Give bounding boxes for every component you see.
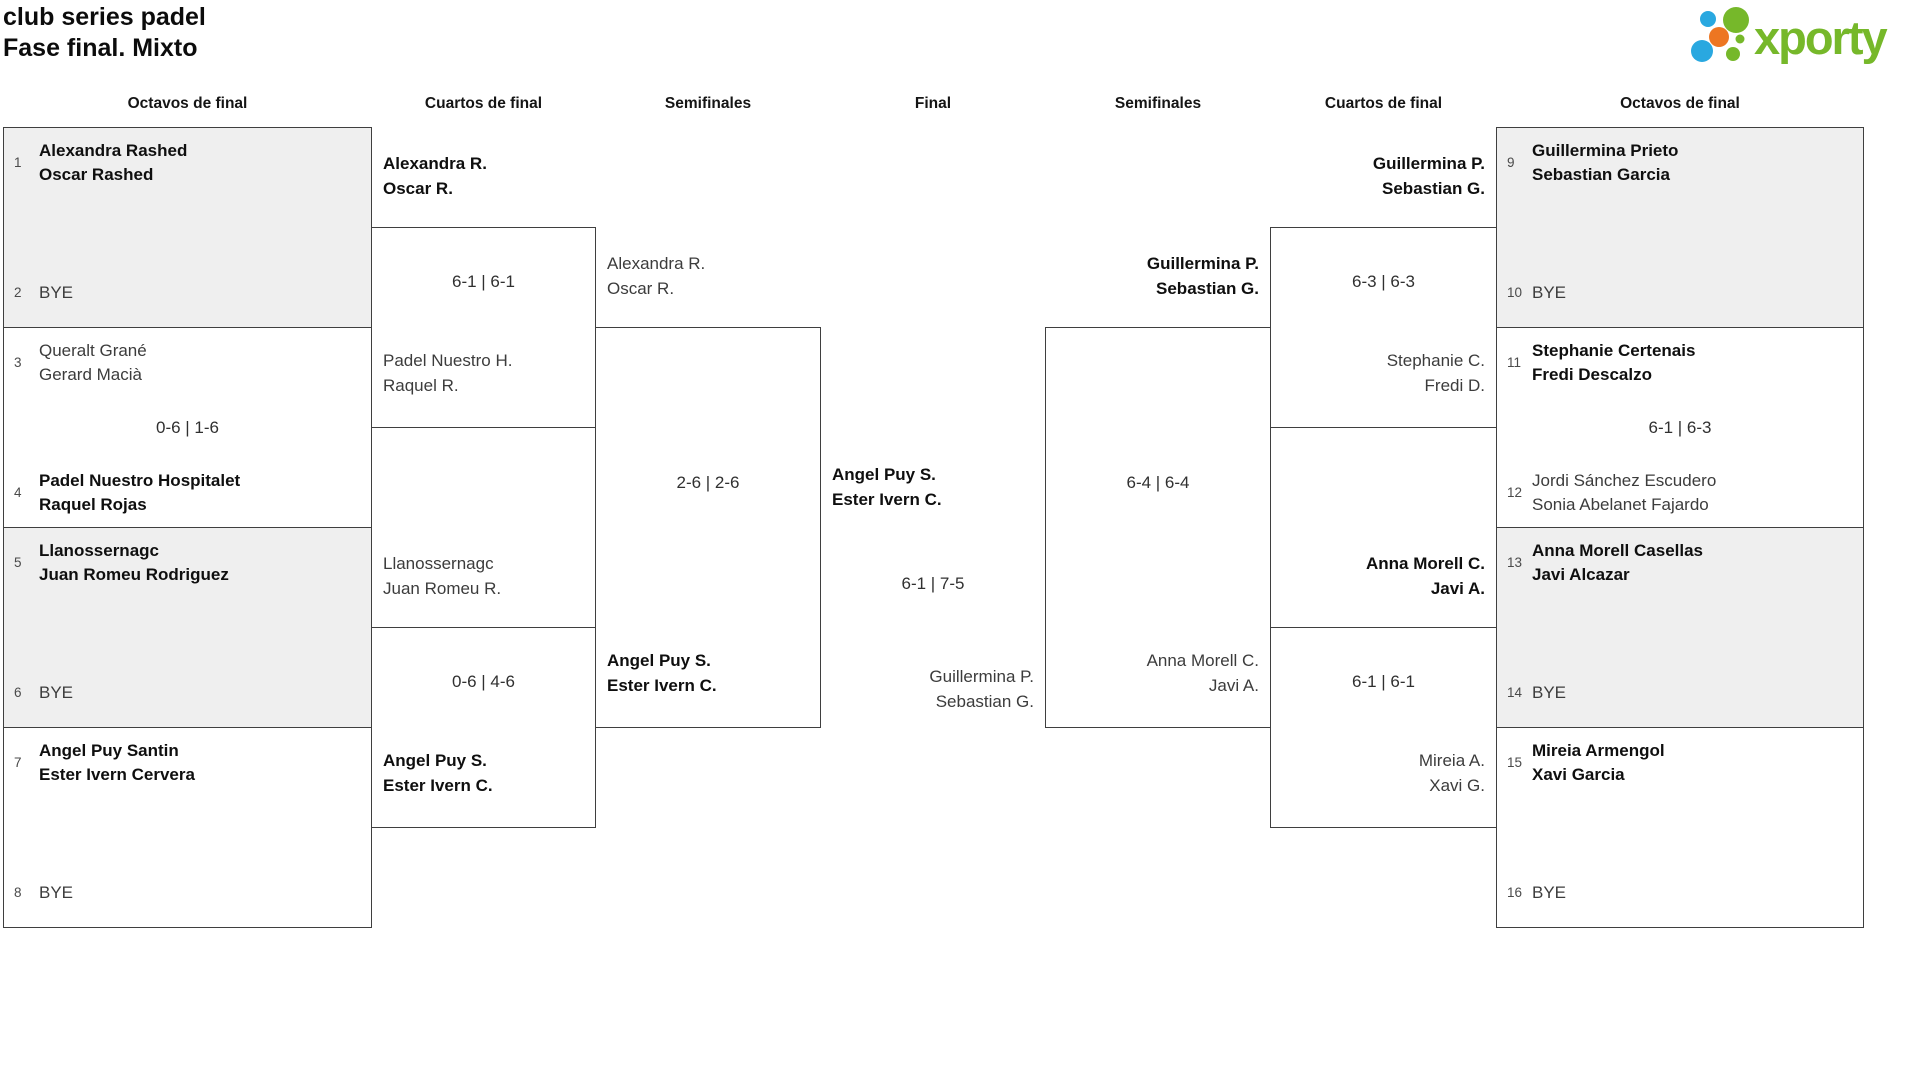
bracket-match-r16-5: 9 Guillermina Prieto Sebastian Garcia 10… — [1496, 127, 1864, 328]
team-slot: 14 BYE — [1507, 681, 1857, 705]
team-name: Mireia A. Xavi G. — [1418, 751, 1485, 795]
seed-number: 1 — [14, 155, 22, 170]
seed-number: 10 — [1507, 285, 1523, 300]
team-name: BYE — [39, 883, 74, 902]
team-name-final-winner: Angel Puy S. Ester Ivern C. — [832, 465, 942, 509]
match-score: 6-3 | 6-3 — [1351, 272, 1415, 291]
brand-logo: xporty — [1686, 0, 1918, 66]
match-score: 6-1 | 6-1 — [1351, 672, 1415, 691]
team-name: Alexandra R. Oscar R. — [383, 154, 487, 198]
bracket-match-sf-left: Alexandra R. Oscar R. 2-6 | 2-6 Angel Pu… — [595, 254, 821, 728]
seed-number: 8 — [14, 885, 22, 900]
team-name: Guillermina Prieto Sebastian Garcia — [1532, 141, 1679, 184]
xporty-logo-icon: xporty — [1691, 7, 1890, 64]
team-slot: 5 Llanossernagc Juan Romeu Rodriguez — [14, 539, 365, 587]
team-name: Llanossernagc Juan Romeu R. — [383, 554, 502, 598]
match-score: 0-6 | 1-6 — [155, 417, 219, 437]
page-title: club series padel — [3, 3, 206, 31]
seed-number: 9 — [1507, 155, 1515, 170]
team-name: BYE — [1532, 683, 1567, 702]
bracket-match-qf-right-2: Anna Morell C. Javi A. 6-1 | 6-1 Mireia … — [1270, 554, 1497, 828]
team-name: BYE — [1532, 283, 1567, 302]
team-slot: 13 Anna Morell Casellas Javi Alcazar — [1507, 539, 1857, 587]
team-slot: 7 Angel Puy Santin Ester Ivern Cervera — [14, 739, 365, 787]
team-name: Alexandra Rashed Oscar Rashed — [39, 141, 188, 184]
column-header-octavos-left: Octavos de final — [127, 95, 248, 112]
team-name: Anna Morell C. Javi A. — [1146, 651, 1259, 695]
column-header-final: Final — [914, 95, 952, 112]
seed-number: 3 — [14, 355, 22, 370]
team-name: BYE — [1532, 883, 1567, 902]
team-slot: 8 BYE — [14, 881, 365, 905]
team-slot: 12 Jordi Sánchez Escudero Sonia Abelanet… — [1507, 469, 1857, 517]
bracket-match-qf-right-1: Guillermina P. Sebastian G. 6-3 | 6-3 St… — [1270, 154, 1497, 428]
team-name: Anna Morell C. Javi A. — [1365, 554, 1485, 598]
column-header-octavos-right: Octavos de final — [1620, 95, 1740, 112]
seed-number: 6 — [14, 685, 22, 700]
seed-number: 2 — [14, 285, 22, 300]
team-name: Stephanie Certenais Fredi Descalzo — [1532, 341, 1696, 384]
seed-number: 11 — [1507, 355, 1522, 370]
team-name: Guillermina P. Sebastian G. — [1372, 154, 1485, 198]
seed-number: 12 — [1507, 485, 1523, 500]
seed-number: 5 — [14, 555, 22, 570]
team-slot: 1 Alexandra Rashed Oscar Rashed — [14, 139, 365, 187]
team-slot: 9 Guillermina Prieto Sebastian Garcia — [1507, 139, 1857, 187]
team-name-final-runnerup: Guillermina P. Sebastian G. — [929, 667, 1034, 711]
seed-number: 15 — [1507, 755, 1523, 770]
team-name: BYE — [39, 683, 74, 702]
seed-number: 14 — [1507, 685, 1523, 700]
team-name: Guillermina P. Sebastian G. — [1146, 254, 1259, 298]
seed-number: 16 — [1507, 885, 1523, 900]
team-name: BYE — [39, 283, 74, 302]
seed-number: 4 — [14, 485, 22, 500]
column-header-semis-right: Semifinales — [1114, 95, 1202, 112]
match-score: 0-6 | 4-6 — [451, 672, 515, 691]
team-name: Alexandra R. Oscar R. — [607, 254, 706, 298]
match-score: 6-1 | 6-3 — [1648, 417, 1712, 437]
team-slot: 16 BYE — [1507, 881, 1857, 905]
page-header: club series padel Fase final. Mixto — [3, 2, 206, 64]
team-name: Angel Puy Santin Ester Ivern Cervera — [39, 741, 195, 784]
team-name: Mireia Armengol Xavi Garcia — [1532, 741, 1665, 784]
team-name: Angel Puy S. Ester Ivern C. — [607, 651, 717, 695]
team-slot: 10 BYE — [1507, 281, 1857, 305]
bracket-match-qf-left-1: Alexandra R. Oscar R. 6-1 | 6-1 Padel Nu… — [371, 154, 596, 428]
bracket-match-r16-6: 11 Stephanie Certenais Fredi Descalzo 6-… — [1496, 327, 1864, 528]
column-header-semis-left: Semifinales — [664, 95, 752, 112]
team-name: Angel Puy S. Ester Ivern C. — [383, 751, 493, 795]
match-score: 2-6 | 2-6 — [676, 473, 740, 492]
team-slot: 3 Queralt Grané Gerard Macià — [14, 339, 365, 387]
match-score: 6-4 | 6-4 — [1126, 473, 1190, 492]
bracket-match-r16-7: 13 Anna Morell Casellas Javi Alcazar 14 … — [1496, 527, 1864, 728]
team-name: Queralt Grané Gerard Macià — [39, 341, 147, 384]
team-name: Stephanie C. Fredi D. — [1386, 351, 1485, 395]
column-header-cuartos-left: Cuartos de final — [424, 95, 543, 112]
seed-number: 7 — [14, 755, 22, 770]
team-slot: 6 BYE — [14, 681, 365, 705]
bracket-match-qf-left-2: Llanossernagc Juan Romeu R. 0-6 | 4-6 An… — [371, 554, 596, 828]
bracket-match-sf-right: Guillermina P. Sebastian G. 6-4 | 6-4 An… — [1045, 254, 1271, 728]
team-name: Llanossernagc Juan Romeu Rodriguez — [39, 541, 229, 584]
column-header-cuartos-right: Cuartos de final — [1324, 95, 1443, 112]
page-subtitle: Fase final. Mixto — [3, 34, 198, 62]
bracket-match-r16-2: 3 Queralt Grané Gerard Macià 0-6 | 1-6 4… — [3, 327, 372, 528]
team-slot: 15 Mireia Armengol Xavi Garcia — [1507, 739, 1857, 787]
bracket-match-final: Angel Puy S. Ester Ivern C. 6-1 | 7-5 Gu… — [820, 327, 1046, 728]
bracket-match-r16-8: 15 Mireia Armengol Xavi Garcia 16 BYE — [1496, 727, 1864, 928]
match-score: 6-1 | 6-1 — [451, 272, 515, 291]
bracket-match-r16-1: 1 Alexandra Rashed Oscar Rashed 2 BYE — [3, 127, 372, 328]
bracket-match-r16-4: 7 Angel Puy Santin Ester Ivern Cervera 8… — [3, 727, 372, 928]
bracket-match-r16-3: 5 Llanossernagc Juan Romeu Rodriguez 6 B… — [3, 527, 372, 728]
team-name: Padel Nuestro H. Raquel R. — [383, 351, 513, 395]
seed-number: 13 — [1507, 555, 1523, 570]
team-slot: 2 BYE — [14, 281, 365, 305]
team-name: Padel Nuestro Hospitalet Raquel Rojas — [39, 471, 241, 514]
match-score: 6-1 | 7-5 — [901, 574, 965, 593]
brand-name: xporty — [1754, 11, 1888, 64]
team-name: Anna Morell Casellas Javi Alcazar — [1532, 541, 1704, 584]
team-slot: 4 Padel Nuestro Hospitalet Raquel Rojas — [14, 469, 365, 517]
team-name: Jordi Sánchez Escudero Sonia Abelanet Fa… — [1532, 471, 1717, 514]
team-slot: 11 Stephanie Certenais Fredi Descalzo — [1507, 339, 1857, 387]
